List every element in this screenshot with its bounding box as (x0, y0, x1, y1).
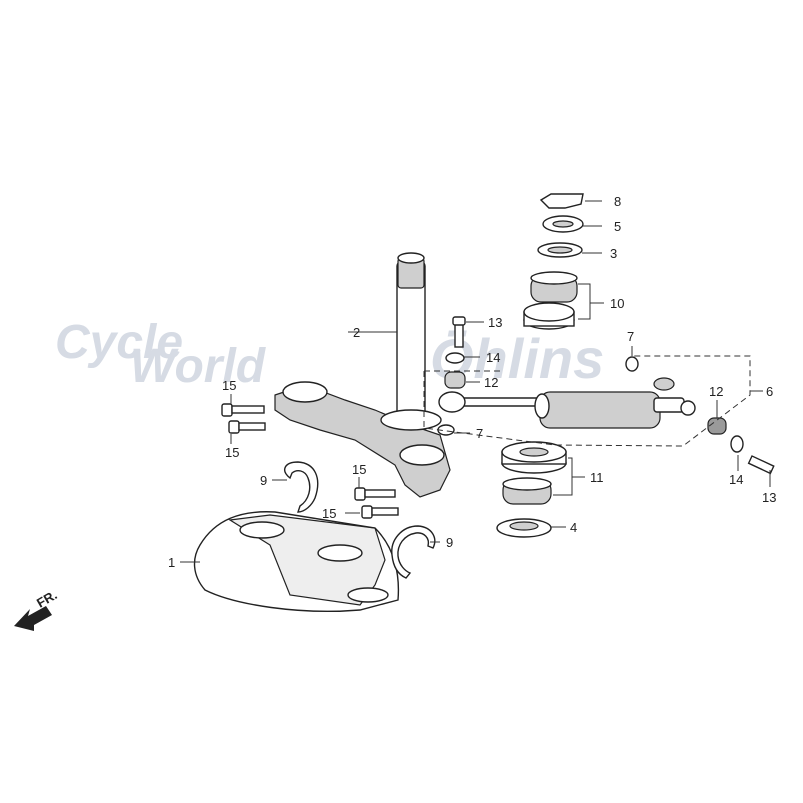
callout-14-right: 14 (729, 472, 743, 487)
callout-3: 3 (610, 246, 617, 261)
part-15-bolts (221, 403, 399, 519)
callout-7-upper: 7 (627, 329, 634, 344)
callout-13-left: 13 (488, 315, 502, 330)
callout-15-a: 15 (222, 378, 236, 393)
callout-11: 11 (590, 470, 604, 485)
direction-label: FR. (34, 587, 60, 610)
callout-labels: 2 1 9 9 15 15 15 15 8 5 3 10 11 4 13 14 … (168, 194, 776, 570)
callout-5: 5 (614, 219, 621, 234)
bearing-stack-lower (496, 441, 567, 538)
front-direction-arrow-icon: FR. (14, 587, 60, 631)
part-9-clip-left (284, 461, 319, 513)
small-parts (437, 316, 775, 475)
callout-15-c: 15 (352, 462, 366, 477)
callout-9-right: 9 (446, 535, 453, 550)
callout-14-left: 14 (486, 350, 500, 365)
part-1-cover (193, 511, 400, 612)
callout-15-b: 15 (225, 445, 239, 460)
callout-9-left: 9 (260, 473, 267, 488)
callout-10: 10 (610, 296, 624, 311)
watermark: Cycle World Öhlins (55, 316, 604, 393)
callout-2: 2 (353, 325, 360, 340)
part-9-clip-right (391, 525, 436, 579)
watermark-cycle: Cycle (55, 316, 183, 369)
callout-12-left: 12 (484, 375, 498, 390)
callout-12-right: 12 (709, 384, 723, 399)
bearing-stack-upper (523, 193, 584, 330)
callout-6: 6 (766, 384, 773, 399)
callout-15-d: 15 (322, 506, 336, 521)
callout-4: 4 (570, 520, 577, 535)
leader-lines (180, 200, 771, 563)
callout-8: 8 (614, 194, 621, 209)
watermark-world: World (130, 340, 267, 393)
callout-7-lower: 7 (476, 426, 483, 441)
part-2-steering-stem (274, 252, 451, 498)
callout-1: 1 (168, 555, 175, 570)
part-6-steering-damper (438, 377, 696, 429)
group-6-outline (423, 355, 751, 447)
callout-13-right: 13 (762, 490, 776, 505)
